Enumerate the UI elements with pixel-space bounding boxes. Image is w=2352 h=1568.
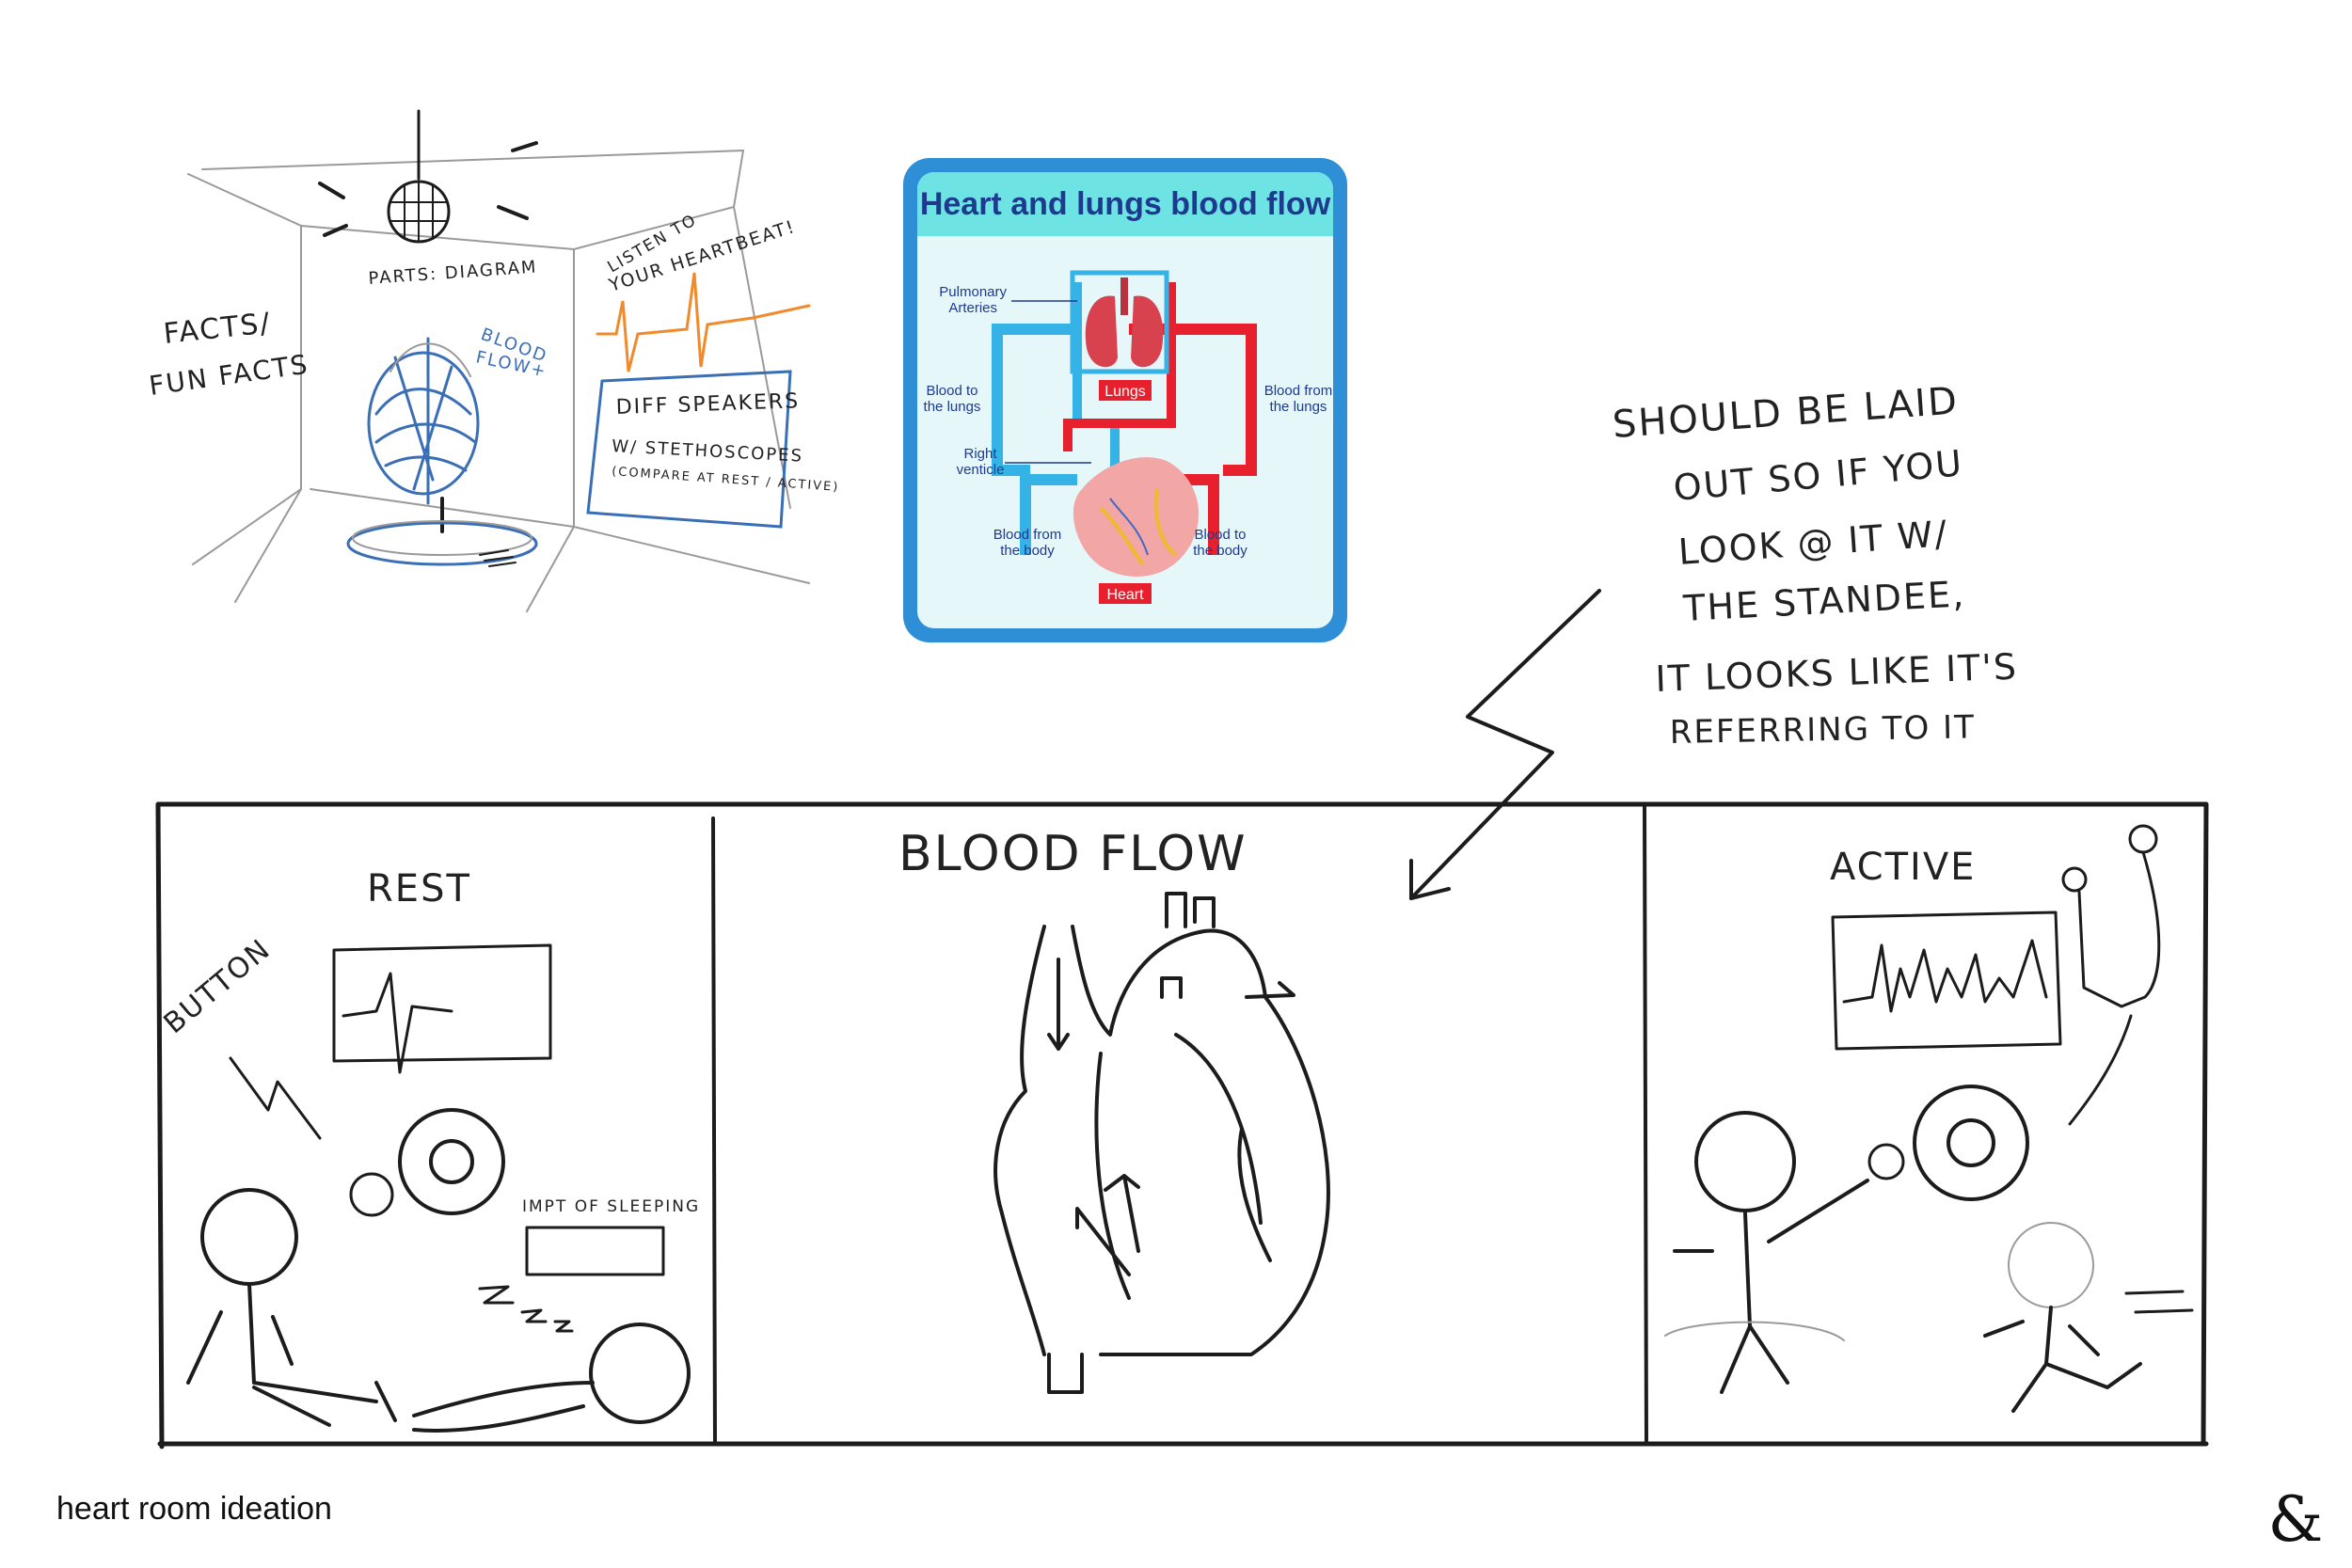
button-label: BUTTON [158,932,278,1040]
stethoscopes-label: W/ STETHOSCOPES [612,436,804,467]
speaker-box [586,370,792,529]
right-venticle-label-line1: Right [963,446,997,462]
rest-button [349,1172,394,1217]
to-lungs-label-line2: the lungs [924,399,981,415]
blood-flow-panel: BLOOD FLOW [898,826,1330,1394]
rest-title: REST [367,867,471,911]
active-heartbeat [1842,939,2048,1013]
from-body-label-line1: Blood from [993,527,1062,543]
infographic-title: Heart and lungs blood flow [920,186,1331,222]
fun-facts-label: FUN FACTS [147,348,310,401]
standee-note: SHOULD BE LAID OUT SO IF YOU LOOK @ IT W… [1409,379,2019,900]
facts-label: FACTS/ [162,307,273,351]
active-speaker [1913,1085,2029,1201]
heart-sketch-icon [993,892,1330,1394]
to-body-label-line1: Blood to [1194,527,1246,543]
note-line1: SHOULD BE LAID [1611,379,1960,447]
from-lungs-label-line1: Blood from [1264,383,1333,399]
rest-panel: REST BUTTON IMPT OF SLEEPING [158,867,700,1433]
right-venticle-label-line2: venticle [957,462,1005,478]
pulmonary-label-line1: Pulmonary [939,284,1007,300]
heart-lungs-infographic: Heart and lungs blood flow Lungs Heart P… [903,158,1347,642]
storyboard-panels [155,801,2209,1449]
note-line5: IT LOOKS LIKE IT'S [1655,646,2019,700]
note-line3: LOOK @ IT W/ [1677,513,1950,573]
note-arrow [1409,589,1601,900]
to-lungs-label-line1: Blood to [926,383,977,399]
note-line2: OUT SO IF YOU [1672,442,1965,509]
note-line4: THE STANDEE, [1681,573,1966,629]
heart-label: Heart [1106,587,1144,603]
page-caption: heart room ideation [56,1491,332,1527]
pulmonary-label-line2: Arteries [948,300,997,316]
parts-diagram-label: PARTS: DIAGRAM [368,257,538,289]
rest-heartbeat [342,972,453,1074]
heart-icon [1073,457,1200,577]
active-panel: ACTIVE [1664,824,2194,1413]
to-body-label-line2: the body [1193,543,1248,559]
from-body-label-line2: the body [1000,543,1055,559]
active-title: ACTIVE [1830,846,1976,889]
disco-ball-icon [318,109,538,244]
compare-label: (COMPARE AT REST / ACTIVE) [612,465,840,495]
blood-flow-title: BLOOD FLOW [898,826,1248,882]
lungs-icon [1085,277,1164,368]
lungs-label: Lungs [1104,384,1146,400]
sleeping-label: IMPT OF SLEEPING [522,1197,700,1216]
active-stethoscope-head [1867,1143,1905,1180]
note-line6: REFERRING TO IT [1669,708,1976,752]
from-lungs-label-line2: the lungs [1270,399,1327,415]
ampersand-logo: & [2268,1483,2324,1556]
heart-model-sketch [346,337,538,567]
rest-speaker [398,1108,505,1215]
room-sketch: FACTS/ FUN FACTS PARTS: DIAGRAM BLOOD FL… [147,109,840,612]
heartbeat-line [596,272,811,372]
